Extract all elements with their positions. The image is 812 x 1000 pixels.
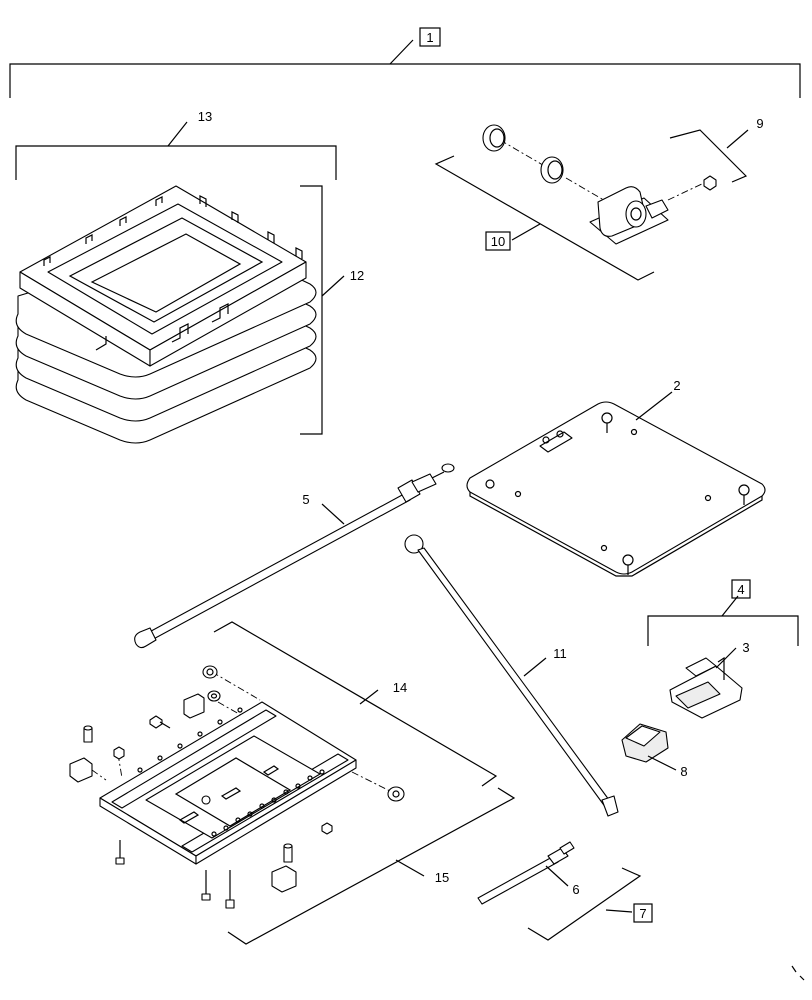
callout-3: 3 [742,640,749,655]
assembly-bracket-1: 1 [9,27,801,98]
callout-6: 6 [572,882,579,897]
valve-assembly-part [482,124,717,245]
suspension-bellows-part [15,185,317,444]
assembly-bracket-14: 14 [213,621,498,787]
slide-rail-part [91,671,393,865]
callout-5: 5 [302,492,309,507]
cable-part: 5 [134,463,455,649]
callout-14: 14 [393,680,407,695]
assembly-bracket-15: 15 [227,787,516,945]
callout-13: 13 [198,109,212,124]
assembly-bracket-12: 12 [300,185,364,435]
knob-part: 8 [621,723,688,779]
callout-11: 11 [553,646,567,661]
callout-12: 12 [350,268,364,283]
mounting-plate-part: 2 [466,378,766,577]
latch-part: 3 [669,640,750,719]
callout-2: 2 [673,378,680,393]
callout-7: 7 [639,906,646,921]
corner-mark [791,965,805,981]
pin-part: 6 [477,841,580,905]
callout-1: 1 [426,30,433,45]
assembly-bracket-10: 10 [434,155,655,281]
callout-9: 9 [756,116,763,131]
callout-4: 4 [737,582,744,597]
assembly-bracket-9: 9 [669,116,764,183]
assembly-bracket-13: 13 [15,109,337,180]
assembly-bracket-4: 4 [647,579,799,646]
assembly-bracket-7: 7 [527,867,653,941]
callout-10: 10 [491,234,505,249]
hardware-parts [69,665,405,909]
rod-part: 11 [404,534,619,817]
callout-8: 8 [680,764,687,779]
callout-15: 15 [435,870,449,885]
